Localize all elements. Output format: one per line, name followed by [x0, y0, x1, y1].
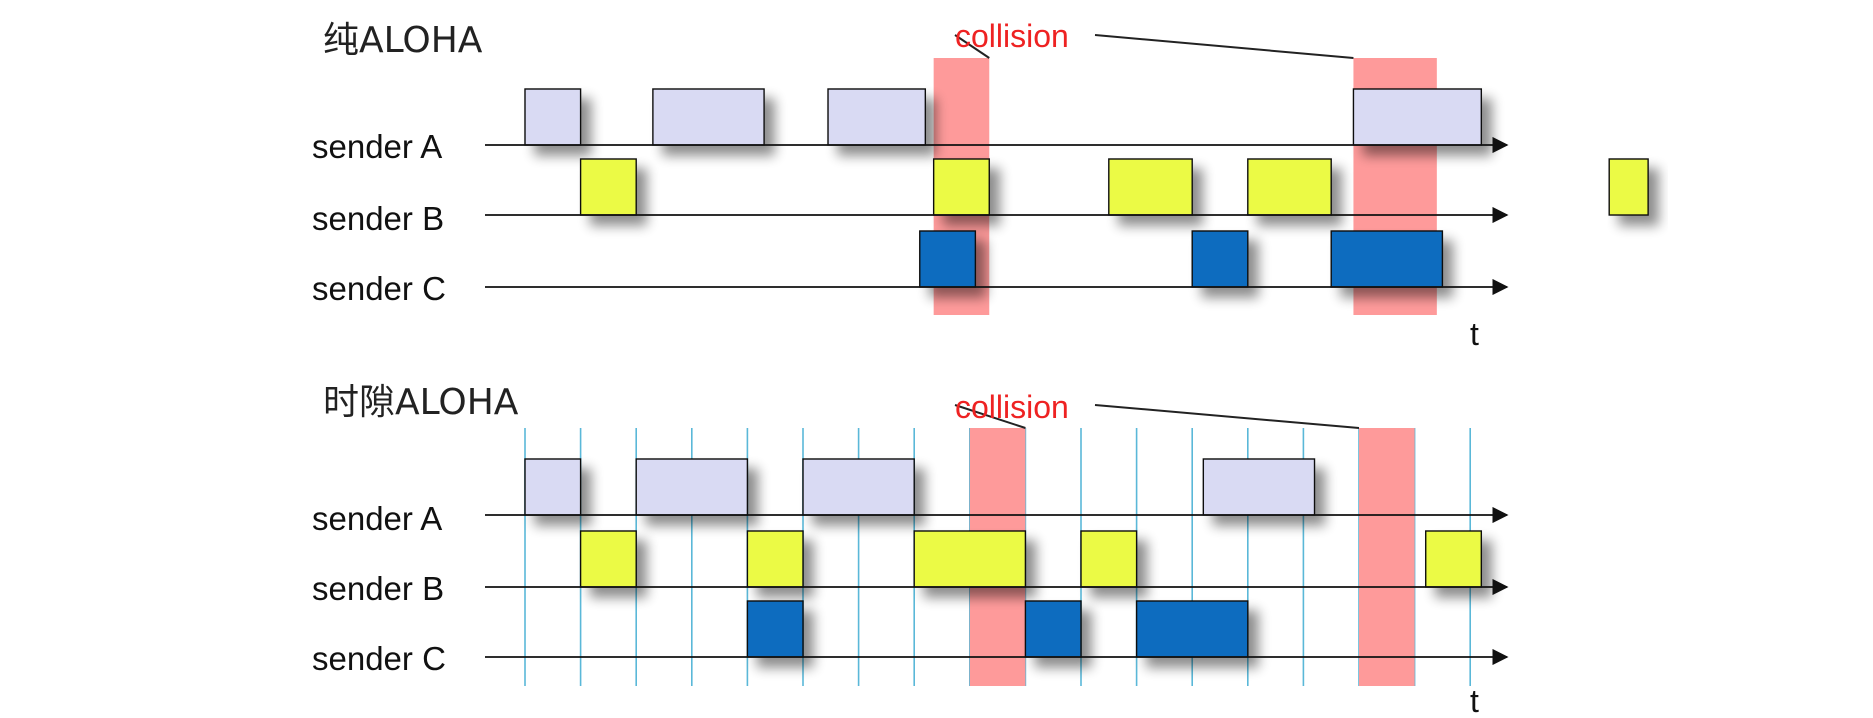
slotted-collision-band-2 — [1359, 428, 1415, 686]
slotted-frames — [524, 458, 1483, 658]
slotted-frame-sender-a — [635, 458, 749, 516]
pure-frame-sender-c — [1330, 230, 1444, 288]
pure-frame-sender-b — [1247, 158, 1332, 216]
slotted-leader-lines — [954, 404, 1360, 429]
pure-frame-sender-b — [1608, 158, 1649, 216]
slotted-frame-sender-c — [1135, 600, 1249, 658]
pure-sender-a-label: sender A — [312, 128, 442, 165]
slotted-axes — [485, 506, 1509, 666]
pure-frame-sender-a — [524, 88, 582, 146]
pure-frame-sender-b — [932, 158, 990, 216]
pure-frame-sender-a — [652, 88, 765, 146]
slotted-frame-sender-c — [746, 600, 804, 658]
slotted-frame-sender-c — [1024, 600, 1082, 658]
slotted-leader-line-right — [1094, 404, 1360, 429]
pure-collision-label: collision — [955, 18, 1069, 54]
slotted-frame-sender-b — [913, 530, 1027, 588]
pure-frame-sender-a — [1352, 88, 1483, 146]
slotted-collision-label: collision — [955, 389, 1069, 425]
slotted-time-label: t — [1470, 683, 1479, 718]
slotted-frame-sender-a — [524, 458, 582, 516]
slotted-frame-sender-a — [1202, 458, 1316, 516]
slotted-aloha-title: 时隙ALOHA — [323, 382, 519, 423]
pure-frame-sender-b — [1108, 158, 1193, 216]
pure-leader-lines — [954, 34, 1354, 59]
pure-aloha-panel: 纯ALOHA collision sender A sender B sende… — [312, 18, 1649, 352]
slotted-aloha-panel: 时隙ALOHA collision sender A sender B send… — [312, 382, 1509, 718]
pure-frame-sender-c — [919, 230, 977, 288]
slotted-frame-sender-b — [1425, 530, 1483, 588]
pure-time-label: t — [1470, 316, 1479, 352]
slotted-frame-sender-b — [746, 530, 804, 588]
pure-sender-c-label: sender C — [312, 270, 446, 307]
slotted-sender-a-label: sender A — [312, 500, 442, 537]
pure-frames — [524, 88, 1649, 288]
slotted-sender-b-label: sender B — [312, 570, 444, 607]
pure-leader-line-right — [1094, 34, 1354, 59]
pure-frame-sender-c — [1191, 230, 1249, 288]
pure-sender-b-label: sender B — [312, 200, 444, 237]
slotted-frame-sender-b — [579, 530, 637, 588]
pure-axes — [485, 136, 1509, 296]
slotted-sender-c-label: sender C — [312, 640, 446, 677]
pure-frame-sender-a — [827, 88, 927, 146]
pure-frame-sender-b — [579, 158, 637, 216]
slotted-leader-line-left — [954, 404, 1026, 429]
pure-leader-line-left — [954, 34, 990, 59]
pure-aloha-title: 纯ALOHA — [323, 20, 483, 61]
slotted-frame-sender-b — [1080, 530, 1138, 588]
slotted-frame-sender-a — [802, 458, 915, 516]
